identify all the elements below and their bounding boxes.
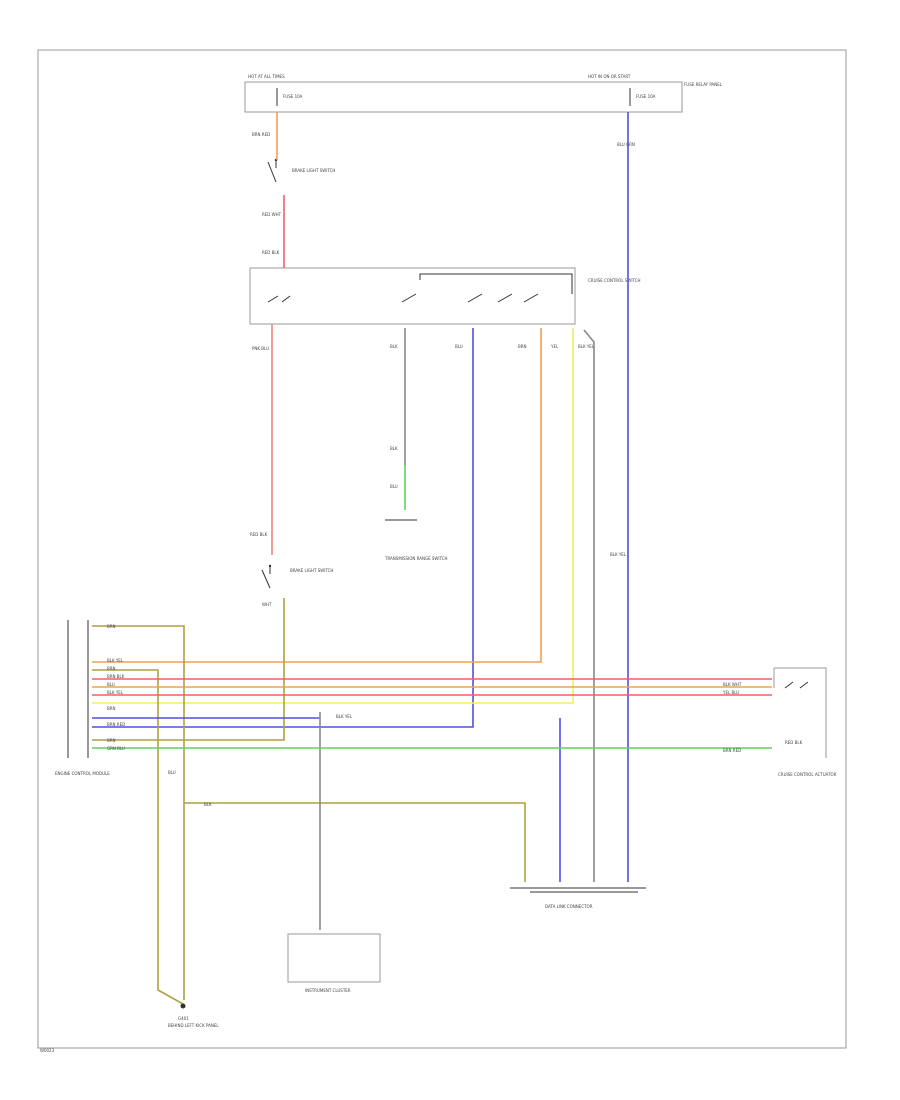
wire-label: BRN bbox=[107, 706, 116, 711]
cruise-control-actuator-box bbox=[773, 667, 827, 758]
wire-olive-brake bbox=[92, 598, 285, 741]
wire-olive-dlc bbox=[184, 802, 526, 882]
footer-code: W0023 bbox=[40, 1048, 55, 1053]
wire-label: BLU bbox=[168, 770, 176, 775]
wire-label: WHT bbox=[262, 602, 272, 607]
ecm-label: ENGINE CONTROL MODULE bbox=[55, 771, 110, 776]
fuse-right-header: HOT IN ON OR START bbox=[588, 74, 631, 79]
wire-label: PNK BLU bbox=[252, 346, 269, 351]
wire-label: BRN bbox=[107, 666, 116, 671]
cruise-control-switch-box bbox=[249, 267, 576, 325]
fuse-panel-label: FUSE RELAY PANEL bbox=[684, 82, 723, 87]
wire-label: GRN BLU bbox=[107, 746, 125, 751]
wire-label: BLU GRN bbox=[617, 142, 635, 147]
wire-label: BRN bbox=[518, 344, 527, 349]
fuse-left-label: FUSE 10A bbox=[283, 94, 303, 99]
data-link-connector-symbol bbox=[510, 887, 646, 893]
wire-label: BLK YEL bbox=[578, 344, 595, 349]
ground-symbol bbox=[180, 1003, 186, 1009]
wire-label: YEL bbox=[550, 344, 559, 349]
wire-label: BRN RED bbox=[252, 132, 270, 137]
wire-orange-ecm bbox=[92, 328, 542, 663]
wire-label: BRN bbox=[107, 738, 116, 743]
fuse-relay-panel bbox=[244, 81, 683, 113]
wire-yellow-gnd bbox=[92, 625, 185, 1000]
ecm-connector-edge bbox=[67, 620, 89, 758]
wire-label: BLU bbox=[107, 682, 115, 687]
wire-label: BLK YEL bbox=[107, 658, 124, 663]
wire-gray-dlc bbox=[583, 329, 595, 882]
wire-label: BLU bbox=[455, 344, 463, 349]
brake-switch-mid-symbol bbox=[261, 566, 271, 589]
wire-label: BLU bbox=[390, 484, 398, 489]
wire-label: BLK bbox=[204, 802, 212, 807]
wire-label: BRN RED bbox=[107, 722, 125, 727]
wire-label: RED WHT bbox=[262, 212, 282, 217]
cruise-control-switch-label: CRUISE CONTROL SWITCH bbox=[588, 278, 641, 283]
cruise-control-actuator-symbol bbox=[784, 681, 809, 689]
transmission-range-switch-label: TRANSMISSION RANGE SWITCH bbox=[384, 556, 448, 561]
cruise-switch-bus bbox=[419, 273, 573, 294]
wire-blue-ecm bbox=[92, 328, 474, 728]
wire-label: RED BLK bbox=[262, 250, 280, 255]
wire-label: BRN bbox=[107, 624, 116, 629]
wire-olive-ecm bbox=[92, 669, 184, 1005]
fuse-left-header: HOT AT ALL TIMES bbox=[248, 74, 285, 79]
wire-label: BLK bbox=[390, 344, 398, 349]
wire-labels: BRN RED RED WHT RED BLK PNK BLU BLK BLU … bbox=[107, 132, 803, 807]
wire-label: BLK YEL bbox=[107, 690, 124, 695]
cruise-switch-contacts bbox=[267, 293, 539, 303]
wire-label: BRN RED bbox=[723, 748, 741, 753]
wire-label: YEL BLU bbox=[722, 690, 739, 695]
instrument-cluster-label: INSTRUMENT CLUSTER bbox=[305, 988, 351, 993]
wire-label: RED BLK bbox=[250, 532, 268, 537]
data-link-connector-label: DATA LINK CONNECTOR bbox=[545, 904, 593, 909]
brake-switch-top-symbol bbox=[267, 160, 277, 183]
instrument-cluster-box bbox=[287, 933, 381, 983]
ground-sublabel: BEHIND LEFT KICK PANEL bbox=[168, 1023, 219, 1028]
wire-label: BLK YEL bbox=[610, 552, 627, 557]
cruise-control-actuator-label: CRUISE CONTROL ACTUATOR bbox=[778, 772, 837, 777]
wire-label: BLK WHT bbox=[723, 682, 742, 687]
wire-label: RED BLK bbox=[785, 740, 803, 745]
brake-switch-mid-label: BRAKE LIGHT SWITCH bbox=[290, 568, 333, 573]
brake-switch-mid-contact bbox=[268, 564, 272, 568]
wire-label: BLK bbox=[390, 446, 398, 451]
ground-label: G401 bbox=[178, 1016, 189, 1021]
fuse-right-label: FUSE 10A bbox=[636, 94, 656, 99]
wire-label: BLK YEL bbox=[336, 714, 353, 719]
diagram-frame bbox=[37, 49, 847, 1049]
brake-switch-top-label: BRAKE LIGHT SWITCH bbox=[292, 168, 335, 173]
wire-label: BRN BLK bbox=[107, 674, 125, 679]
wires bbox=[92, 112, 772, 1005]
wire-yellow-ecm bbox=[92, 328, 574, 704]
